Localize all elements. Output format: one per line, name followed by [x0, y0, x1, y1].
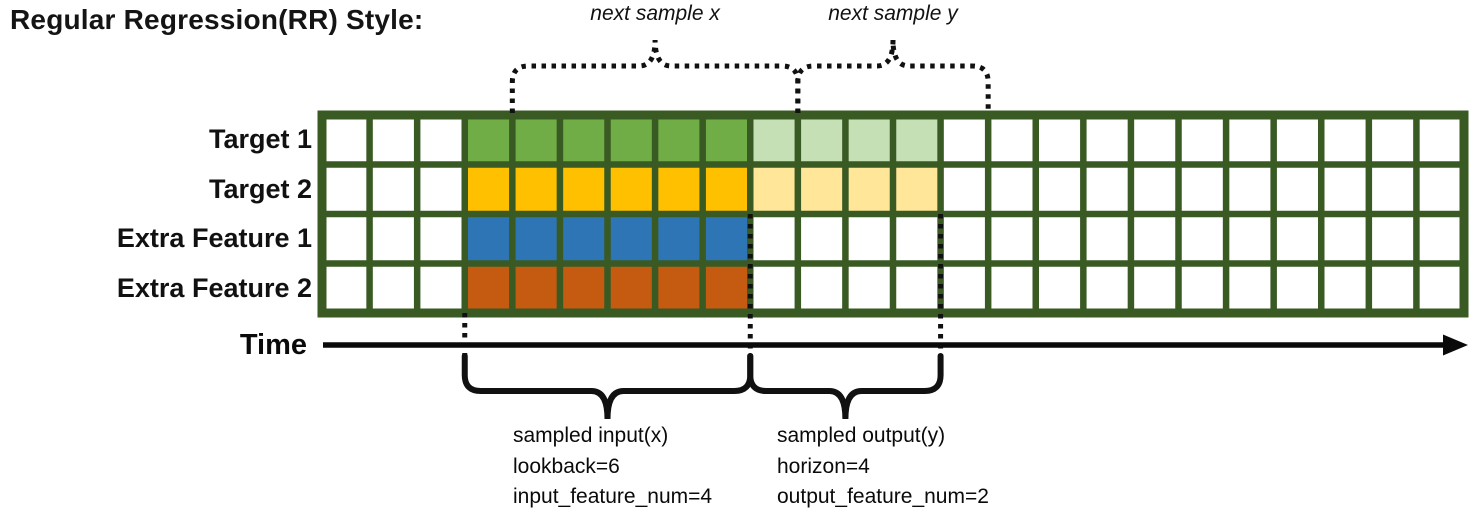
sampled-output-annotation: sampled output(y) horizon=4 output_featu… [777, 421, 989, 513]
sampled-output-brace [747, 353, 944, 420]
row-label: Extra Feature 1 [116, 223, 312, 253]
input-feature-num-value: input_feature_num=4 [513, 485, 713, 508]
time-axis-label: Time [239, 329, 307, 361]
sampled-output-title: sampled output(y) [777, 424, 946, 447]
diagram-title: Regular Regression(RR) Style: [10, 4, 424, 35]
output-feature-num-value: output_feature_num=2 [777, 485, 989, 508]
sampled-input-title: sampled input(x) [513, 424, 669, 447]
sampled-input-brace [461, 353, 754, 420]
row-label: Extra Feature 2 [116, 272, 312, 303]
row-label: Target 1 [208, 124, 312, 154]
time-arrow-head [1443, 334, 1468, 356]
next-sample-x-brace [509, 39, 801, 113]
sampled-input-annotation: sampled input(x) lookback=6 input_featur… [513, 421, 712, 513]
grid-outer-border [317, 110, 1469, 318]
horizon-value: horizon=4 [777, 454, 870, 478]
row-label: Target 2 [208, 173, 312, 204]
next-sample-y-brace [795, 39, 991, 113]
next-sample-y-label: next sample y [828, 2, 958, 25]
next-sample-x-label: next sample x [590, 2, 720, 25]
lookback-value: lookback=6 [513, 454, 620, 478]
